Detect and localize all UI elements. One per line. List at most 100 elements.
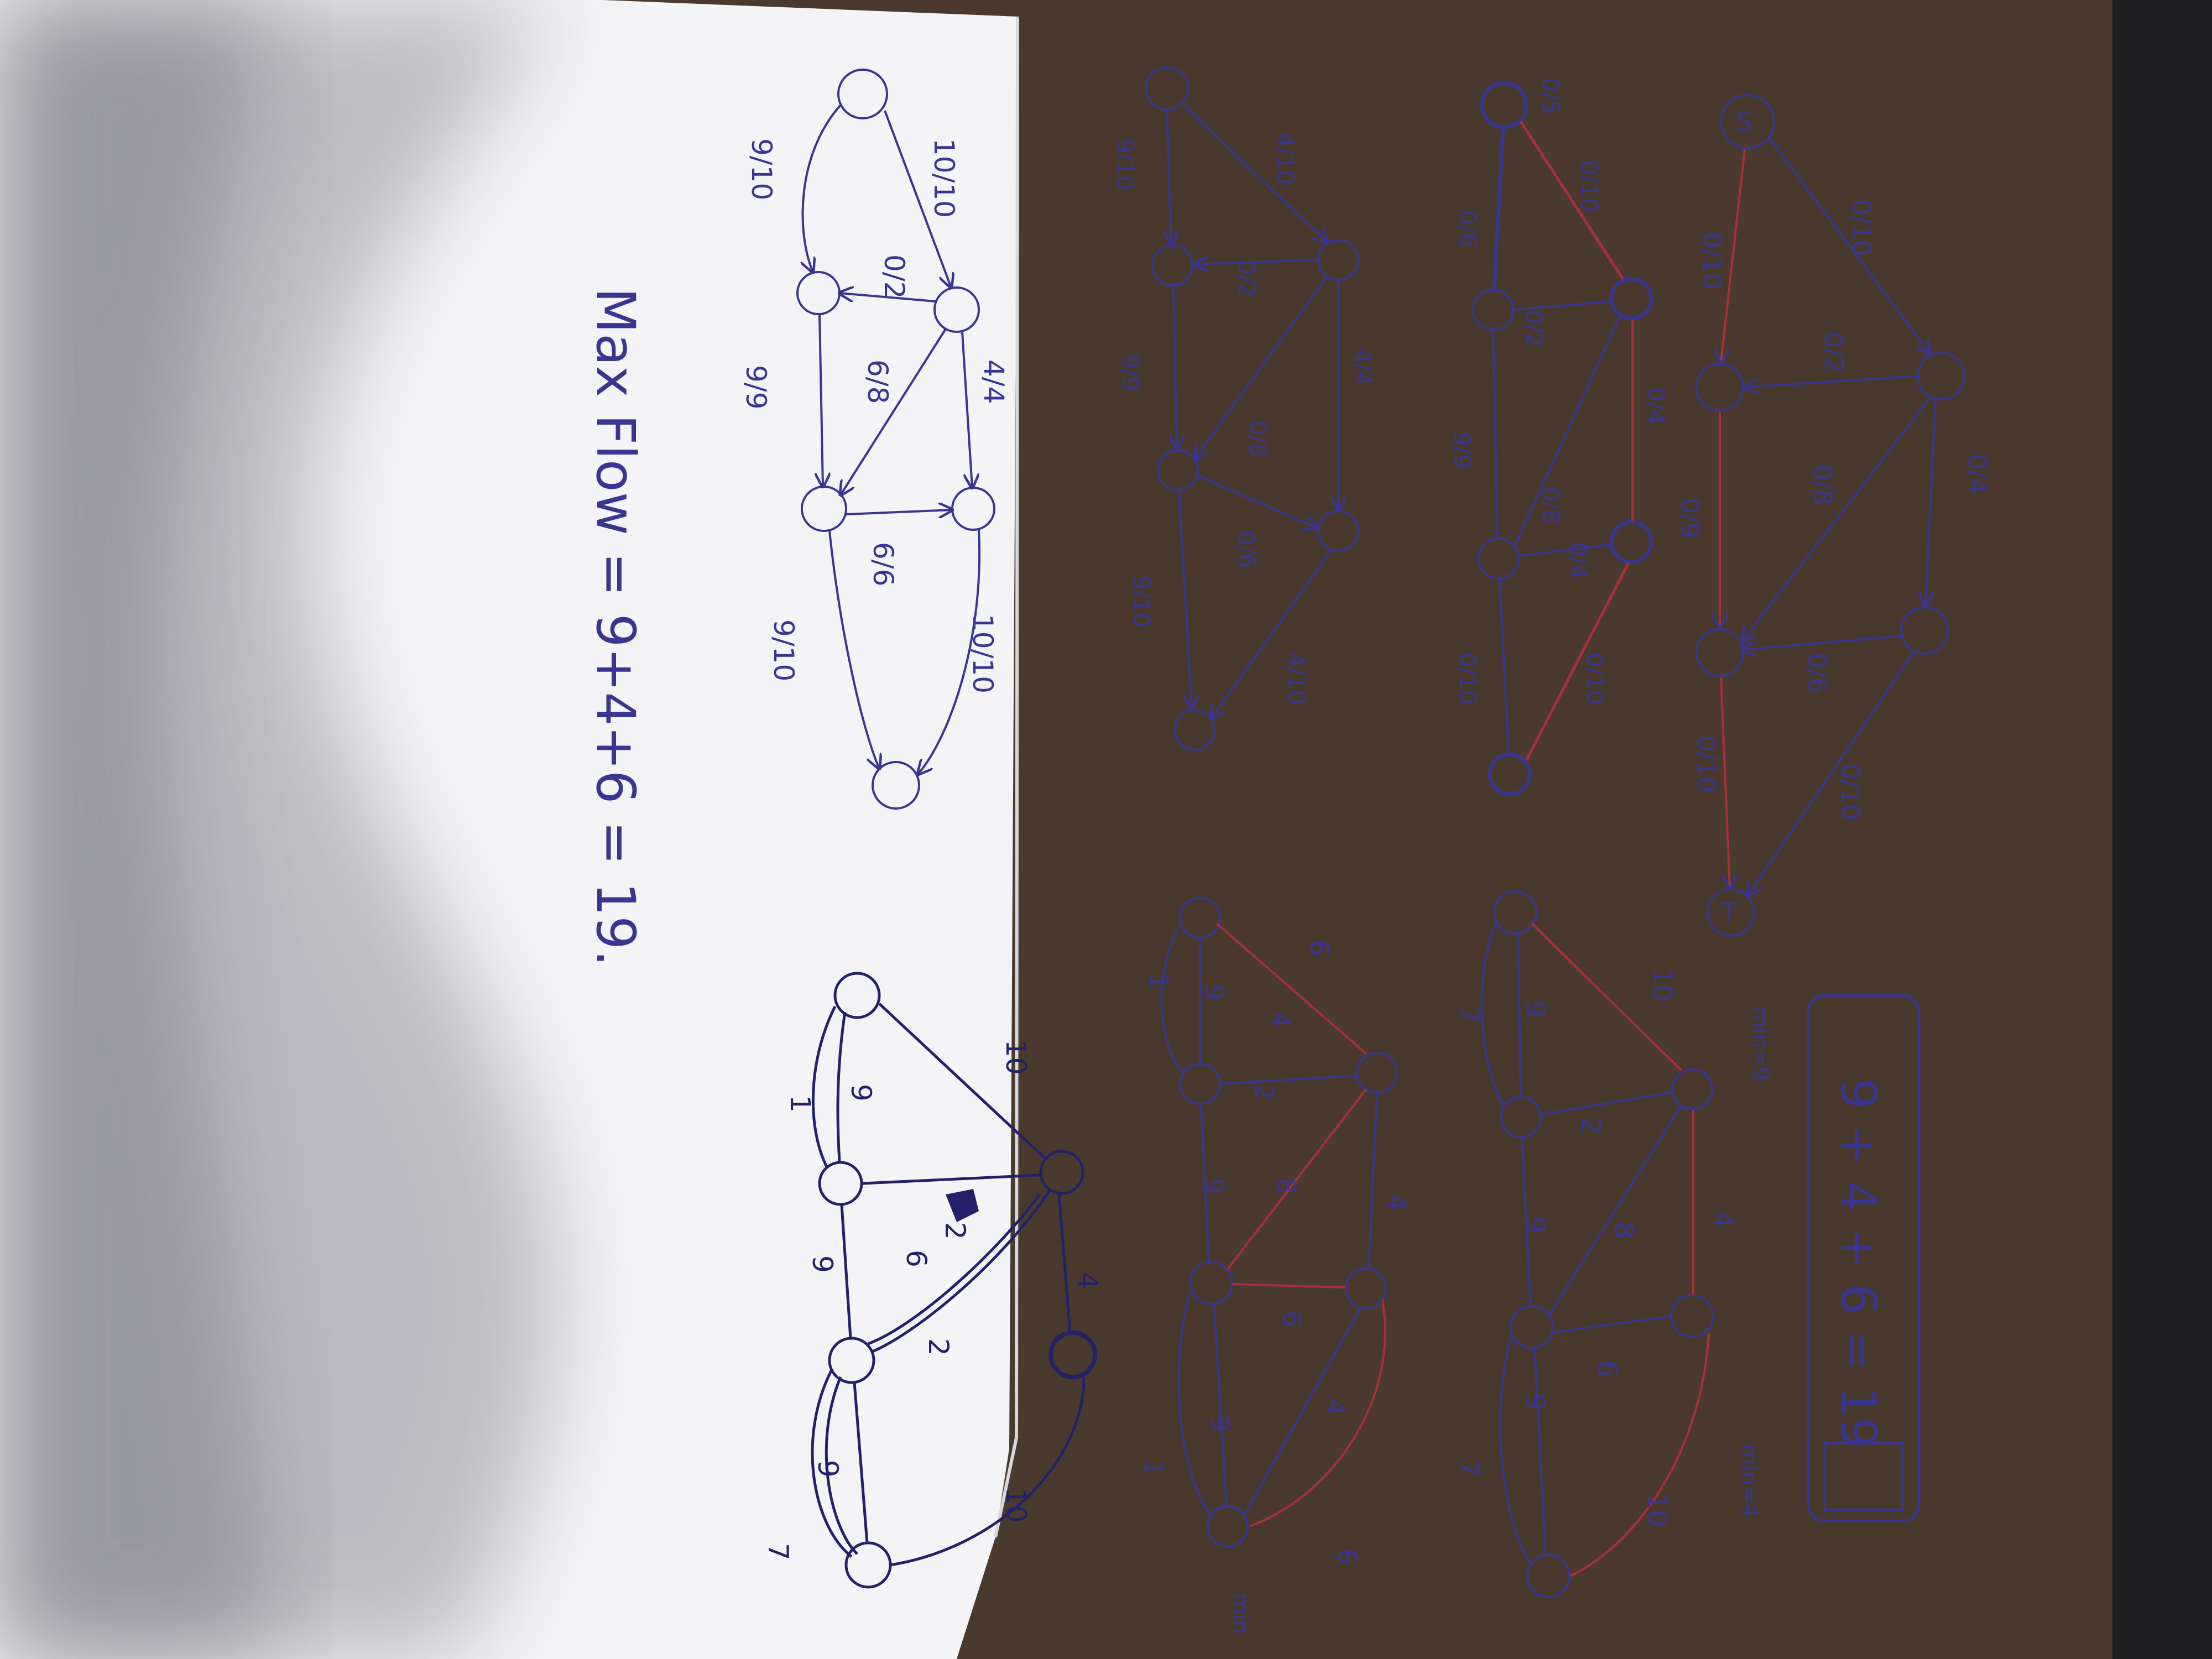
r3-label-0: 10 [1000, 1040, 1032, 1075]
g2-edge-0: 0/10 [1576, 160, 1603, 212]
g2-edge-5: 0/8 [1537, 487, 1564, 524]
node-t [872, 761, 920, 810]
flow-graph-1-labels: S T 0/10 0/10 0/4 0/2 0/8 0/9 0/6 0/10 0… [1675, 107, 1992, 927]
g3-edge-7: 4/10 [1283, 653, 1310, 705]
g3-edge-5: 0/8 [1244, 420, 1271, 458]
node-s [1720, 94, 1775, 149]
node-t [1207, 1505, 1249, 1547]
conclusion: Max Flow = 9+4+6 = 19. [585, 288, 646, 967]
r1-label-5: 8 [1608, 1222, 1639, 1239]
node-s [837, 69, 888, 119]
node-c [1510, 1305, 1554, 1349]
node-c [828, 1337, 875, 1384]
g4-edge-4: 6/8 [862, 359, 894, 404]
g1-edge-8: 0/10 [1835, 763, 1865, 820]
g3-edge-1: 9/10 [1112, 138, 1139, 190]
g4-edge-8: 9/10 [768, 619, 800, 681]
r3-label-1: 1 [784, 1095, 816, 1113]
boxed-sum: 9 + 4 + 6 = 19 [1807, 994, 1921, 1522]
r3-label-10: 10 [1000, 1488, 1032, 1523]
g1-edge-7: 0/10 [1692, 735, 1721, 792]
node-s [1179, 897, 1221, 939]
g1-sink-label: T [1720, 898, 1737, 927]
g1-edge-4: 0/8 [1808, 465, 1838, 505]
g2-edge-6: 0/4 [1565, 542, 1592, 580]
r2-label-6: 8 [1271, 1178, 1301, 1194]
r2-label-11: 1 [1139, 1460, 1168, 1476]
g1-edge-3: 0/2 [1819, 332, 1849, 373]
boxed-sum-text: 9 + 4 + 6 = 19 [1830, 1078, 1887, 1448]
g2-edge-4: 9/9 [1449, 431, 1476, 469]
node-b [933, 286, 980, 333]
g3-edge-2: 0/2 [1233, 260, 1260, 298]
r1-label-7: 6 [1592, 1360, 1623, 1378]
r2-label-5: 9 [1199, 1178, 1229, 1194]
g2-edge-1: 0/6 [1454, 210, 1481, 248]
flow-graph-2-labels: 0/10 0/6 0/2 0/4 9/9 0/8 0/4 0/10 0/10 0… [1449, 77, 1670, 705]
node-c [1478, 538, 1520, 580]
node-d [1048, 1331, 1097, 1379]
residual-graph-1 [1480, 890, 1714, 1598]
flow-graph-3-labels: 4/10 9/10 0/2 4/4 9/9 0/8 0/6 4/10 9/10 [1112, 133, 1376, 705]
node-a [1179, 1063, 1221, 1105]
r2-label-4: 2 [1249, 1084, 1279, 1100]
r1-label-10: 10 [1641, 1493, 1672, 1527]
node-s [833, 972, 881, 1019]
g2-edge-8: 0/10 [1454, 653, 1481, 705]
r2-label-12: 6 [1332, 1548, 1362, 1564]
dark-object-right [2112, 0, 2212, 1659]
g2-edge-7: 0/10 [1582, 653, 1609, 705]
node-c [1189, 1261, 1233, 1305]
g4-edge-3: 4/4 [978, 359, 1010, 404]
r1-label-2: 9 [1520, 1001, 1551, 1018]
node-t [1526, 1554, 1571, 1598]
r2-label-2: 9 [1199, 984, 1229, 1000]
r1-label-1: 7 [1453, 1006, 1484, 1024]
r2-label-10: 9 [1205, 1416, 1235, 1432]
g3-edge-0: 4/10 [1272, 133, 1299, 185]
node-d [1345, 1267, 1387, 1310]
g1-edge-0: 0/10 [1697, 232, 1727, 289]
r3-label-8: 9 [812, 1460, 844, 1478]
r1-label-6: 4 [1708, 1211, 1739, 1228]
r3-label-9: 7 [762, 1543, 794, 1561]
cast-shadow [0, 0, 554, 1659]
g4-edge-5: 9/9 [740, 365, 772, 409]
g1-edge-5: 0/9 [1675, 498, 1705, 539]
flow-graph-4-labels: 10/10 9/10 0/2 4/4 6/8 9/9 6/6 10/10 9/1… [740, 138, 1010, 693]
flow-graph-3 [1145, 66, 1359, 751]
r1-label-0: 10 [1647, 968, 1678, 1001]
r2-label-9: 4 [1321, 1399, 1351, 1415]
r3-label-4: 6 [900, 1250, 932, 1267]
node-s [1493, 890, 1537, 935]
g3-edge-8: 9/10 [1128, 575, 1155, 627]
g4-edge-0: 10/10 [928, 138, 960, 218]
flow-graph-4 [796, 69, 995, 810]
node-d [1609, 520, 1653, 564]
paper-edge [994, 16, 1019, 1538]
g1-source-label: S [1736, 107, 1752, 137]
node-a [1472, 289, 1514, 331]
g1-edge-1: 0/10 [1846, 199, 1876, 256]
g1-edge-6: 0/6 [1802, 653, 1832, 693]
node-a [818, 1161, 863, 1206]
residual-graph-1-labels: 10 7 9 2 9 8 4 6 7 9 10 min=9 min=4 [1453, 968, 1773, 1527]
node-s [1480, 81, 1528, 129]
r1-label-4: 9 [1520, 1217, 1551, 1234]
max-flow-conclusion: Max Flow = 9+4+6 = 19. [585, 288, 646, 967]
residual-graph-2-labels: 6 1 9 4 2 9 8 4 6 4 9 1 6 min [1139, 940, 1412, 1634]
r3-label-6: 2 [922, 1338, 954, 1356]
r1-label-8: 7 [1453, 1460, 1484, 1477]
g3-edge-6: 0/6 [1233, 531, 1260, 568]
r3-label-7: 4 [1072, 1272, 1104, 1290]
r1-label-3: 2 [1575, 1117, 1606, 1134]
flow-graph-2 [1472, 81, 1653, 796]
g3-edge-4: 9/9 [1117, 354, 1144, 392]
node-b [1671, 1068, 1713, 1110]
r3-label-2: 9 [845, 1084, 877, 1102]
g4-edge-7: 10/10 [967, 614, 999, 693]
node-b [1039, 1150, 1084, 1195]
g4-edge-1: 9/10 [745, 138, 778, 200]
node-s [1145, 66, 1189, 111]
